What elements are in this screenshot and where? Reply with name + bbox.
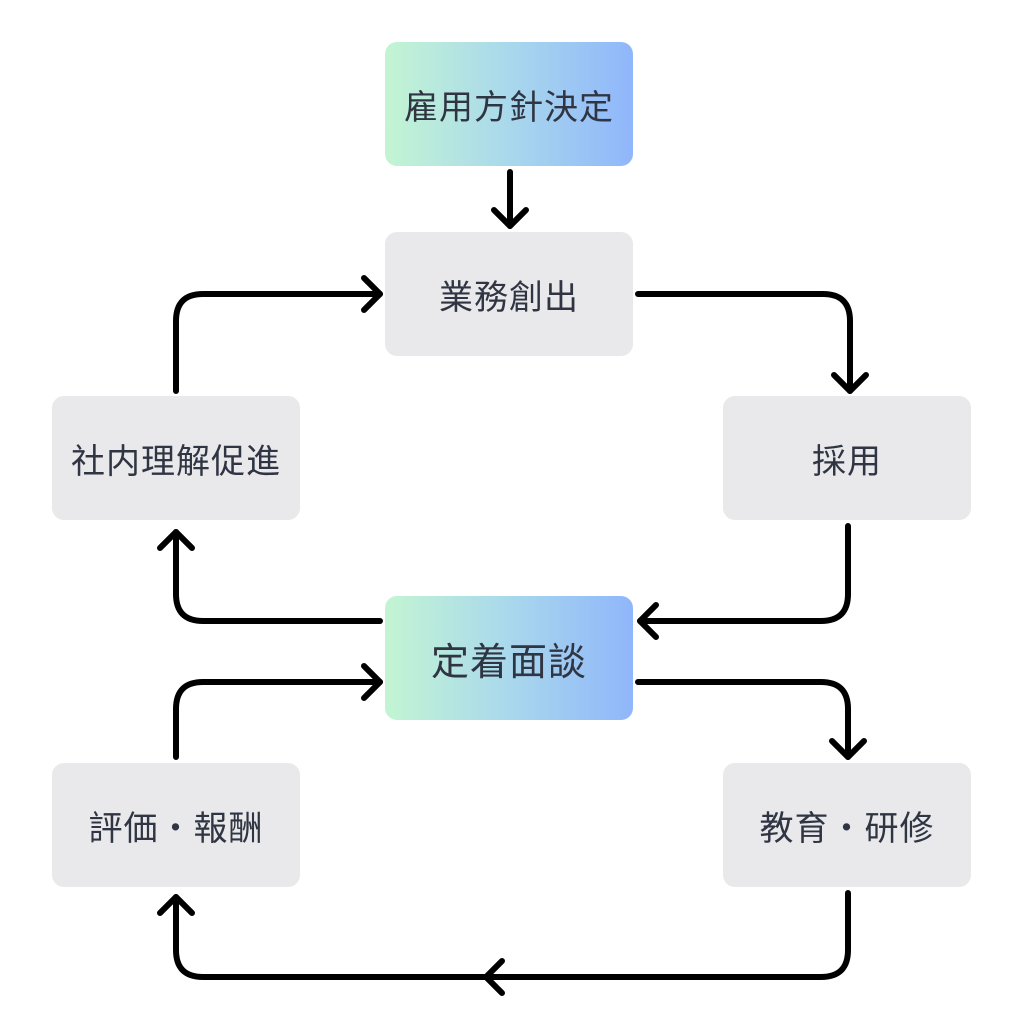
node-business-creation-label: 業務創出 [439, 277, 579, 318]
arrow-retention-to-understanding [157, 529, 383, 624]
node-education-training-label: 教育・研修 [759, 808, 935, 849]
arrow-policy-to-business [491, 169, 529, 229]
node-employment-policy[interactable]: 雇用方針決定 [385, 42, 633, 166]
arrow-business-to-hiring [635, 291, 869, 394]
node-hiring[interactable]: 採用 [723, 396, 971, 520]
node-business-creation[interactable]: 業務創出 [385, 232, 633, 356]
node-internal-understanding-label: 社内理解促進 [71, 441, 281, 482]
node-retention-interview[interactable]: 定着面談 [385, 596, 633, 720]
arrow-hiring-to-retention [637, 523, 851, 640]
node-evaluation-compensation-label: 評価・報酬 [88, 808, 264, 849]
arrow-retention-to-training [635, 679, 867, 760]
node-education-training[interactable]: 教育・研修 [723, 763, 971, 887]
node-internal-understanding[interactable]: 社内理解促進 [52, 396, 300, 520]
node-employment-policy-label: 雇用方針決定 [404, 87, 614, 128]
node-retention-interview-label: 定着面談 [430, 639, 587, 684]
arrow-evaluation-to-retention [173, 663, 383, 760]
node-evaluation-compensation[interactable]: 評価・報酬 [52, 763, 300, 887]
node-hiring-label: 採用 [812, 441, 882, 482]
arrow-training-to-evaluation [157, 890, 851, 996]
arrow-understanding-to-business [173, 275, 383, 394]
